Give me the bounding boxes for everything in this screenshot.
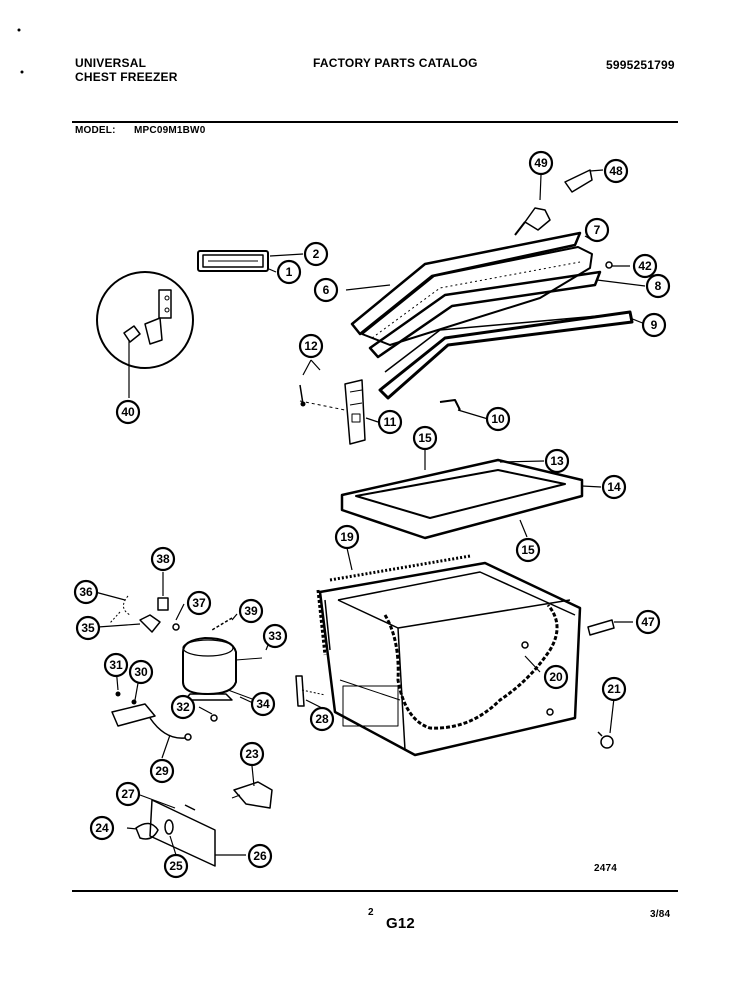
callout-32: 32 (170, 694, 196, 720)
callout-label: 19 (340, 530, 354, 544)
callout-27: 27 (115, 781, 141, 807)
callout-9: 9 (641, 312, 667, 338)
callout-label: 31 (109, 658, 123, 672)
callout-49: 49 (528, 150, 554, 176)
cabinet-body (316, 554, 582, 757)
callout-label: 26 (253, 849, 267, 863)
callout-label: 37 (192, 596, 206, 610)
callout-14: 14 (601, 474, 627, 500)
callout-37: 37 (186, 590, 212, 616)
callout-bubbles: 1267428910111213141515192021232425262728… (73, 150, 671, 879)
callout-label: 39 (244, 604, 258, 618)
callout-label: 36 (79, 585, 93, 599)
brand-name: UNIVERSAL (75, 56, 147, 70)
callout-35: 35 (75, 615, 101, 641)
callout-6: 6 (313, 277, 339, 303)
callout-label: 49 (534, 156, 548, 170)
callout-28: 28 (309, 706, 335, 732)
leader-lines (94, 169, 646, 856)
callout-36: 36 (73, 579, 99, 605)
callout-label: 47 (641, 615, 655, 629)
callout-label: 33 (268, 629, 282, 643)
callout-12: 12 (298, 333, 324, 359)
catalog-date: 3/84 (650, 909, 671, 920)
callout-label: 40 (121, 405, 135, 419)
callout-label: 2 (313, 247, 320, 261)
lid-assembly (299, 169, 634, 445)
callout-47: 47 (635, 609, 661, 635)
callout-label: 28 (315, 712, 329, 726)
callout-label: 24 (95, 821, 109, 835)
callout-10: 10 (485, 406, 511, 432)
model-label: MODEL: (75, 125, 116, 136)
callout-label: 34 (256, 697, 270, 711)
callout-20: 20 (543, 664, 569, 690)
callout-label: 1 (286, 265, 293, 279)
callout-29: 29 (149, 758, 175, 784)
callout-30: 30 (128, 659, 154, 685)
callout-13: 13 (544, 448, 570, 474)
page-number: 2 (368, 907, 374, 918)
callout-24: 24 (89, 815, 115, 841)
footer-rule (72, 890, 678, 892)
callout-40: 40 (115, 399, 141, 425)
product-name: CHEST FREEZER (75, 70, 178, 84)
callout-15: 15 (515, 537, 541, 563)
callout-label: 8 (655, 279, 662, 293)
callout-26: 26 (247, 843, 273, 869)
callout-label: 35 (81, 621, 95, 635)
callout-25: 25 (163, 853, 189, 879)
callout-7: 7 (584, 217, 610, 243)
callout-21: 21 (601, 676, 627, 702)
callout-34: 34 (250, 691, 276, 717)
callout-48: 48 (603, 158, 629, 184)
electrical-parts (109, 595, 615, 867)
callout-31: 31 (103, 652, 129, 678)
breaker-strip-frame (340, 458, 584, 540)
callout-label: 11 (384, 415, 397, 429)
callout-23: 23 (239, 741, 265, 767)
catalog-title: FACTORY PARTS CATALOG (313, 56, 478, 70)
callout-38: 38 (150, 546, 176, 572)
callout-label: 10 (491, 412, 505, 426)
callout-label: 14 (607, 480, 621, 494)
callout-39: 39 (238, 598, 264, 624)
callout-label: 48 (609, 164, 623, 178)
callout-33: 33 (262, 623, 288, 649)
callout-label: 7 (594, 223, 601, 237)
lid-handle-part (197, 250, 269, 272)
callout-label: 12 (304, 339, 318, 353)
callout-label: 27 (121, 787, 135, 801)
figure-number: 2474 (594, 863, 618, 874)
callout-label: 13 (550, 454, 564, 468)
callout-label: 23 (245, 747, 259, 761)
callout-11: 11 (377, 409, 403, 435)
callout-label: 30 (134, 665, 148, 679)
callout-label: 21 (607, 682, 621, 696)
document-number: 5995251799 (606, 58, 675, 72)
callout-42: 42 (632, 253, 658, 279)
callout-label: 9 (651, 318, 658, 332)
callout-8: 8 (645, 273, 671, 299)
callout-label: 25 (169, 859, 183, 873)
detail-inset (96, 271, 194, 369)
section-code: G12 (386, 915, 415, 932)
callout-2: 2 (303, 241, 329, 267)
callout-label: 32 (176, 700, 190, 714)
callout-label: 15 (418, 431, 432, 445)
callout-19: 19 (334, 524, 360, 550)
callout-label: 42 (638, 259, 652, 273)
callout-label: 15 (521, 543, 535, 557)
header-rule (72, 121, 678, 123)
callout-1: 1 (276, 259, 302, 285)
callout-label: 29 (155, 764, 169, 778)
callout-label: 6 (323, 283, 330, 297)
compressor (182, 637, 263, 701)
callout-label: 38 (156, 552, 170, 566)
model-number: MPC09M1BW0 (134, 125, 206, 136)
callout-15: 15 (412, 425, 438, 451)
callout-label: 20 (549, 670, 563, 684)
